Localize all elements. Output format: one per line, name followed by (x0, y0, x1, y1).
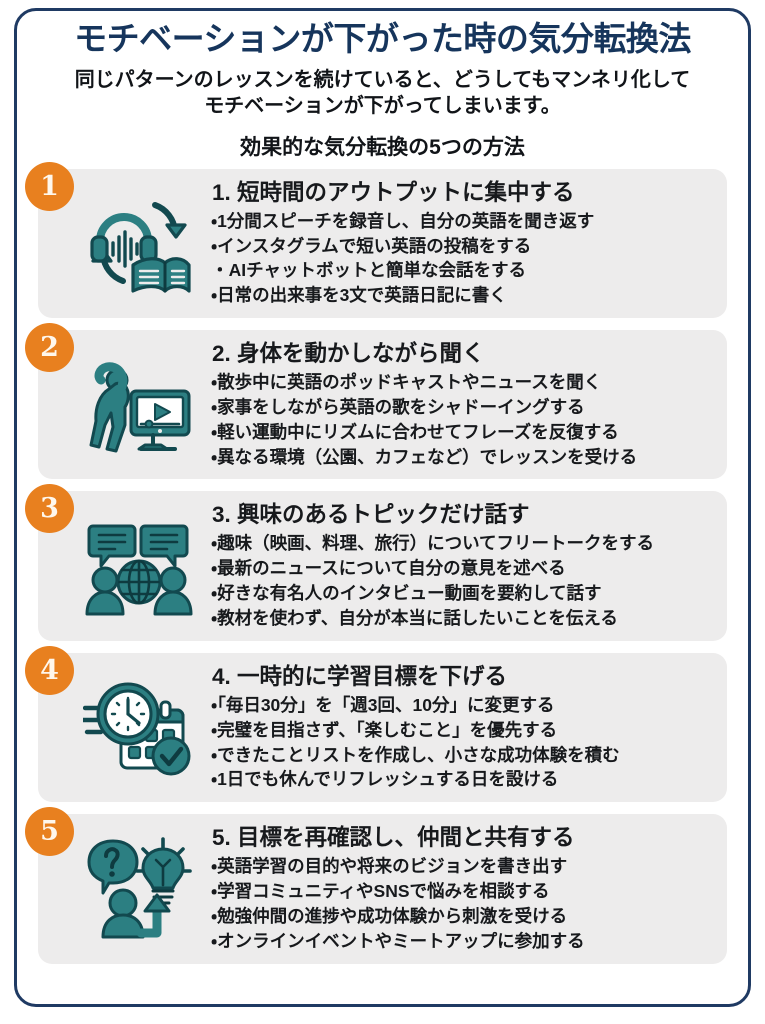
step-number-badge: 3 (25, 484, 74, 534)
bullet-item: 英語学習の目的や将来のビジョンを書き出す (212, 854, 715, 879)
method-card-3: 3 (25, 484, 727, 641)
bullet-item: 散歩中に英語のポッドキャストやニュースを聞く (212, 370, 715, 395)
method-card-5: 5 (25, 807, 727, 964)
page-title: モチベーションが下がった時の気分転換法 (74, 20, 691, 57)
method-bullets: 英語学習の目的や将来のビジョンを書き出す 学習コミュニティやSNSで悩みを相談す… (212, 854, 715, 953)
method-card-body: 5. 目標を再確認し、仲間と共有する 英語学習の目的や将来のビジョンを書き出す … (204, 824, 717, 953)
method-card-body: 4. 一時的に学習目標を下げる 「毎日30分」を「週3回、10分」に変更する 完… (204, 663, 717, 792)
stretching-person-monitor-icon (74, 341, 204, 469)
method-card-body: 2. 身体を動かしながら聞く 散歩中に英語のポッドキャストやニュースを聞く 家事… (204, 340, 717, 469)
subtitle-line-2: モチベーションが下がってしまいます。 (204, 95, 561, 118)
bullet-item: 勉強仲間の進捗や成功体験から刺激を受ける (212, 904, 715, 929)
step-number-badge: 1 (25, 161, 74, 211)
bullet-item: 1日でも休んでリフレッシュする日を設ける (212, 767, 715, 792)
bullet-item: AIチャットボットと簡単な会話をする (212, 258, 715, 283)
method-bullets: 1分間スピーチを録音し、自分の英語を聞き返す インスタグラムで短い英語の投稿をす… (212, 209, 715, 308)
method-card-1: 1 (25, 161, 727, 319)
methods-list: 1 (24, 161, 741, 964)
method-card-body: 3. 興味のあるトピックだけ話す 趣味（映画、料理、旅行）についてフリートークを… (204, 501, 717, 630)
method-title: 3. 興味のあるトピックだけ話す (212, 502, 530, 528)
bullet-item: できたことリストを作成し、小さな成功体験を積む (212, 743, 715, 768)
step-number-badge: 5 (25, 807, 74, 857)
bullet-item: インスタグラムで短い英語の投稿をする (212, 234, 715, 259)
bullet-item: 好きな有名人のインタビュー動画を要約して話す (212, 581, 715, 606)
bullet-item: 学習コミュニティやSNSで悩みを相談する (212, 879, 715, 904)
method-bullets: 散歩中に英語のポッドキャストやニュースを聞く 家事をしながら英語の歌をシャドーイ… (212, 370, 715, 469)
bullet-item: 家事をしながら英語の歌をシャドーイングする (212, 395, 715, 420)
bullet-item: 日常の出来事を3文で英語日記に書く (212, 283, 715, 308)
subtitle-line-1: 同じパターンのレッスンを続けていると、どうしてもマンネリ化して (74, 68, 691, 91)
method-bullets: 「毎日30分」を「週3回、10分」に変更する 完璧を目指さず、「楽しむこと」を優… (212, 693, 715, 792)
bullet-item: 異なる環境（公園、カフェなど）でレッスンを受ける (212, 445, 715, 470)
bullet-item: 最新のニュースについて自分の意見を述べる (212, 556, 715, 581)
question-lightbulb-person-arrow-icon (74, 825, 204, 953)
method-title: 4. 一時的に学習目標を下げる (212, 663, 508, 689)
method-bullets: 趣味（映画、料理、旅行）についてフリートークをする 最新のニュースについて自分の… (212, 531, 715, 630)
method-card-4: 4 (25, 645, 727, 803)
bullet-item: 軽い運動中にリズムに合わせてフレーズを反復する (212, 420, 715, 445)
section-lead-heading: 効果的な気分転換の5つの方法 (240, 135, 525, 159)
step-number-badge: 4 (25, 645, 74, 695)
method-title: 1. 短時間のアウトプットに集中する (212, 179, 575, 205)
bullet-item: 「毎日30分」を「週3回、10分」に変更する (212, 693, 715, 718)
poster-subtitle: 同じパターンのレッスンを続けていると、どうしてもマンネリ化して モチベーションが… (34, 67, 731, 120)
headphones-book-icon (74, 179, 204, 307)
clock-calendar-check-icon (74, 664, 204, 792)
method-title: 5. 目標を再確認し、仲間と共有する (212, 825, 575, 851)
bullet-item: 1分間スピーチを録音し、自分の英語を聞き返す (212, 209, 715, 234)
bullet-item: 完璧を目指さず、「楽しむこと」を優先する (212, 718, 715, 743)
speech-bubbles-people-globe-icon (74, 502, 204, 630)
method-card-2: 2 (25, 323, 727, 480)
poster-header: モチベーションが下がった時の気分転換法 同じパターンのレッスンを続けていると、ど… (24, 20, 741, 161)
method-card-body: 1. 短時間のアウトプットに集中する 1分間スピーチを録音し、自分の英語を聞き返… (204, 179, 717, 308)
method-title: 2. 身体を動かしながら聞く (212, 341, 485, 367)
step-number-badge: 2 (25, 323, 74, 373)
bullet-item: 趣味（映画、料理、旅行）についてフリートークをする (212, 531, 715, 556)
bullet-item: オンラインイベントやミートアップに参加する (212, 929, 715, 954)
bullet-item: 教材を使わず、自分が本当に話したいことを伝える (212, 606, 715, 631)
